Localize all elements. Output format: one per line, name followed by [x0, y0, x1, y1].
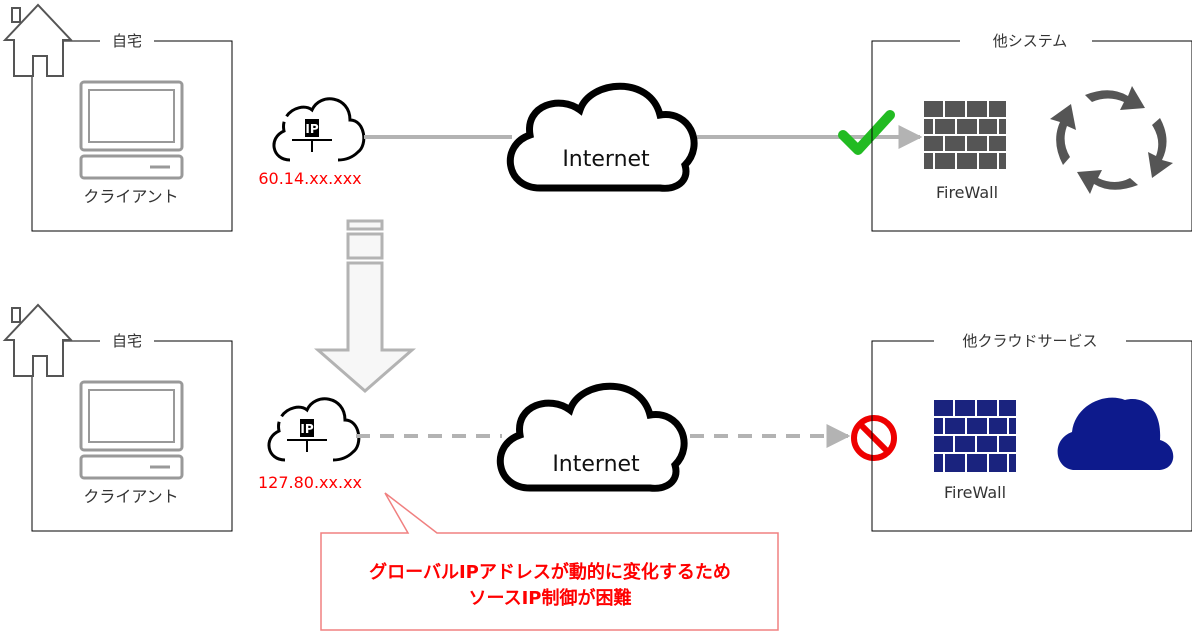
computer-icon [79, 380, 184, 480]
top-client-label: クライアント [83, 187, 178, 206]
bottom-client-label: クライアント [83, 487, 178, 506]
bottom-internet-cloud: Internet [496, 382, 688, 492]
check-icon [838, 110, 895, 155]
top-firewall-label: FireWall [936, 183, 998, 202]
top-home-label: 自宅 [112, 32, 142, 50]
firewall-gray-icon [924, 101, 1006, 169]
top-ip-badge: IP [305, 122, 318, 136]
top-home-group: 自宅 クライアント [2, 3, 233, 232]
bottom-firewall-label: FireWall [944, 483, 1006, 502]
prohibited-icon [851, 415, 897, 461]
transition-arrow-icon [313, 219, 417, 393]
firewall-blue-icon [934, 400, 1016, 472]
top-system-group: 他システム FireWall [871, 31, 1192, 232]
callout-line1: グローバルIPアドレスが動的に変化するため [369, 561, 731, 583]
bottom-ip-address: 127.80.xx.xx [258, 473, 362, 492]
top-home-box [31, 40, 233, 232]
cloud-service-icon [1057, 397, 1174, 470]
bottom-ip-router: IP 127.80.xx.xx [258, 397, 362, 492]
ip-cloud-icon [272, 97, 366, 162]
bottom-system-title: 他クラウドサービス [962, 332, 1097, 350]
house-icon [2, 303, 74, 377]
house-icon [2, 3, 74, 77]
top-system-title: 他システム [993, 32, 1068, 50]
bottom-ip-badge: IP [300, 422, 313, 436]
bottom-system-group: 他クラウドサービス FireWall [871, 331, 1192, 532]
callout-box: グローバルIPアドレスが動的に変化するため ソースIP制御が困難 [320, 492, 779, 631]
top-ip-address: 60.14.xx.xxx [258, 169, 361, 188]
bottom-home-group: 自宅 クライアント [2, 303, 233, 532]
top-ip-router: IP 60.14.xx.xxx [258, 97, 366, 188]
bottom-home-label: 自宅 [112, 332, 142, 350]
sync-icon [1050, 86, 1173, 194]
bottom-internet-label: Internet [552, 452, 640, 477]
bottom-home-box [31, 340, 233, 532]
callout-line2: ソースIP制御が困難 [469, 587, 632, 609]
computer-icon [79, 80, 184, 180]
top-internet-label: Internet [562, 147, 650, 172]
ip-cloud-icon [267, 397, 361, 462]
top-internet-cloud: Internet [506, 82, 698, 192]
